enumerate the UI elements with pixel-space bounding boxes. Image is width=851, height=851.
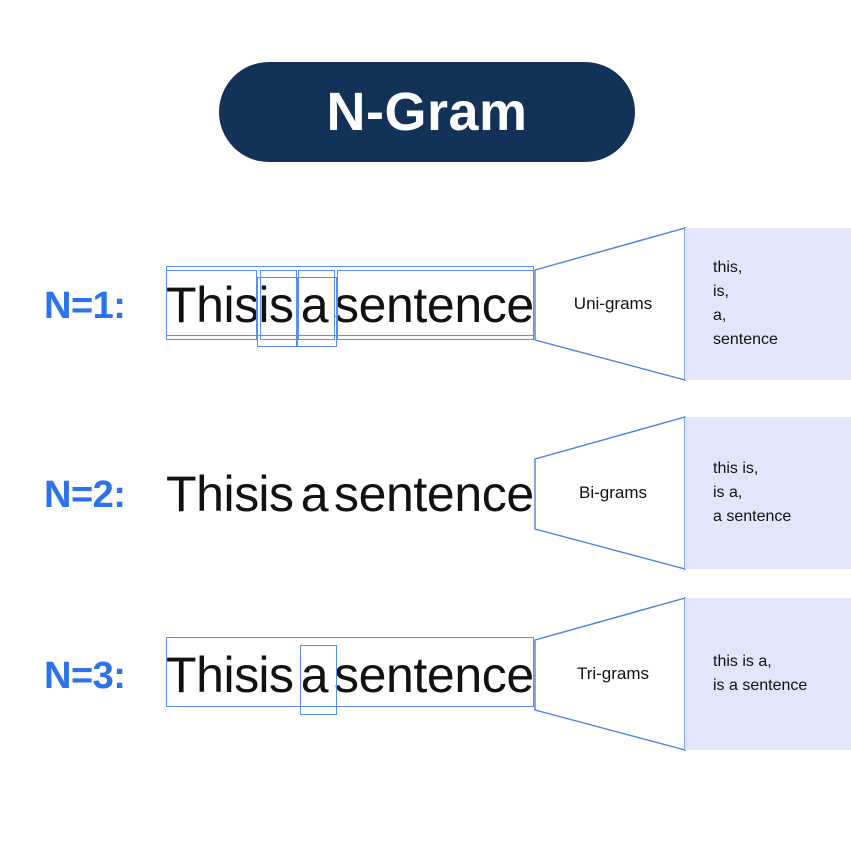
gram-box-n2-outer — [166, 266, 534, 336]
word-is: is — [258, 647, 294, 703]
gram-box-n3-outer — [166, 637, 534, 707]
funnel-n3 — [534, 585, 686, 775]
word-this: This — [166, 466, 259, 522]
output-line: is a sentence — [713, 677, 808, 694]
output-line: is a, — [713, 484, 743, 501]
page-title-badge: N-Gram — [219, 62, 635, 162]
funnel-shape-icon — [534, 416, 686, 570]
output-panel-trigrams: this is a, is a sentence — [685, 598, 851, 750]
funnel-label-trigrams: Tri-grams — [576, 664, 650, 683]
output-line: this, — [713, 259, 743, 276]
word-this: This — [166, 277, 259, 333]
word-a: a — [300, 466, 329, 522]
funnel-label-bigrams: Bi-grams — [578, 483, 647, 502]
gram-box-n2-1 — [257, 277, 297, 347]
output-line: a sentence — [713, 508, 792, 525]
word-a: a — [300, 647, 329, 703]
word-this: This — [166, 647, 259, 703]
output-line: this is, — [713, 460, 759, 477]
output-panel-unigrams: this, is, a, sentence — [685, 228, 851, 380]
output-line: a, — [713, 307, 727, 324]
output-line: sentence — [713, 331, 778, 348]
page-title: N-Gram — [326, 82, 528, 142]
word-sentence: sentence — [334, 466, 534, 522]
output-panel-bigrams: this is, is a, a sentence — [685, 417, 851, 569]
word-sentence: sentence — [334, 277, 534, 333]
gram-box-n3-1 — [300, 645, 337, 715]
gram-box-n2-2 — [297, 277, 337, 347]
funnel-label-unigrams: Uni-grams — [573, 294, 653, 313]
word-is: is — [258, 466, 294, 522]
row-label-n3: N=3: — [44, 655, 126, 697]
funnel-n1 — [534, 215, 686, 405]
row-label-n2: N=2: — [44, 474, 126, 516]
funnel-n2 — [534, 404, 686, 594]
row-label-n1: N=1: — [44, 285, 126, 327]
word-a: a — [300, 277, 329, 333]
funnel-shape-icon — [534, 597, 686, 751]
word-is: is — [258, 277, 294, 333]
gram-box-n1-3 — [298, 270, 335, 340]
funnel-shape-icon — [534, 227, 686, 381]
output-line: this is a, — [713, 653, 772, 670]
output-line: is, — [713, 283, 729, 300]
word-sentence: sentence — [334, 647, 534, 703]
